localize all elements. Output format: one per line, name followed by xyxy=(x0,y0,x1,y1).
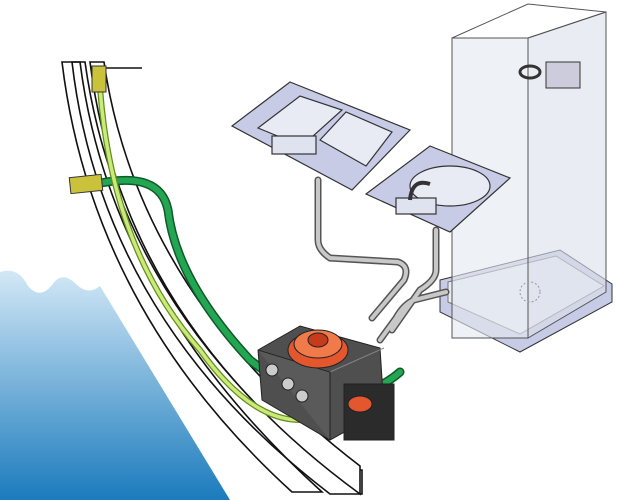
through-hull-fittings xyxy=(68,65,107,195)
shower-enclosure xyxy=(439,3,613,353)
double-sink xyxy=(230,81,412,191)
wash-basin xyxy=(364,145,512,233)
hull xyxy=(61,61,363,496)
pump-unit xyxy=(257,325,395,441)
water xyxy=(0,270,230,500)
